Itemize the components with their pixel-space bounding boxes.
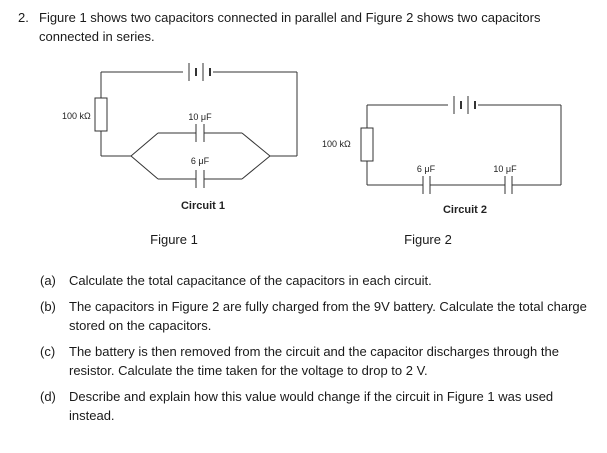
question-part-d: (d) Describe and explain how this value … <box>40 387 600 425</box>
figure1-battery <box>188 63 211 81</box>
part-label: (a) <box>40 273 56 288</box>
figure1-resistor-label: 100 kΩ <box>62 111 91 121</box>
part-label: (c) <box>40 344 56 359</box>
part-label: (b) <box>40 299 56 314</box>
part-text: The capacitors in Figure 2 are fully cha… <box>69 299 587 333</box>
figure2-cap-left-label: 6 μF <box>417 164 436 174</box>
figure2-circuit <box>360 96 562 194</box>
question-part-b: (b) The capacitors in Figure 2 are fully… <box>40 297 600 335</box>
part-label: (d) <box>40 389 56 404</box>
figure1-resistor <box>94 97 108 132</box>
question-text: Figure 1 shows two capacitors connected … <box>39 10 541 44</box>
figure2-circuit-label: Circuit 2 <box>443 204 487 216</box>
question-number: 2. <box>18 10 29 25</box>
question-parts: (a) Calculate the total capacitance of t… <box>40 271 600 432</box>
figure2-battery <box>453 96 476 114</box>
part-text: The battery is then removed from the cir… <box>69 344 559 378</box>
figure1-cap-top-label: 10 μF <box>188 112 212 122</box>
figure1-circuit <box>94 63 298 188</box>
figure2-caption: Figure 2 <box>404 232 452 247</box>
figure2-resistor <box>360 127 374 162</box>
figure1-caption: Figure 1 <box>150 232 198 247</box>
figure2-cap-right-label: 10 μF <box>493 164 517 174</box>
question-part-c: (c) The battery is then removed from the… <box>40 342 600 380</box>
part-text: Describe and explain how this value woul… <box>69 389 554 423</box>
figure1-circuit-label: Circuit 1 <box>181 200 225 212</box>
figure1-cap-bottom-label: 6 μF <box>191 156 210 166</box>
figure2-resistor-label: 100 kΩ <box>322 139 351 149</box>
question-part-a: (a) Calculate the total capacitance of t… <box>40 271 600 290</box>
part-text: Calculate the total capacitance of the c… <box>69 273 432 288</box>
